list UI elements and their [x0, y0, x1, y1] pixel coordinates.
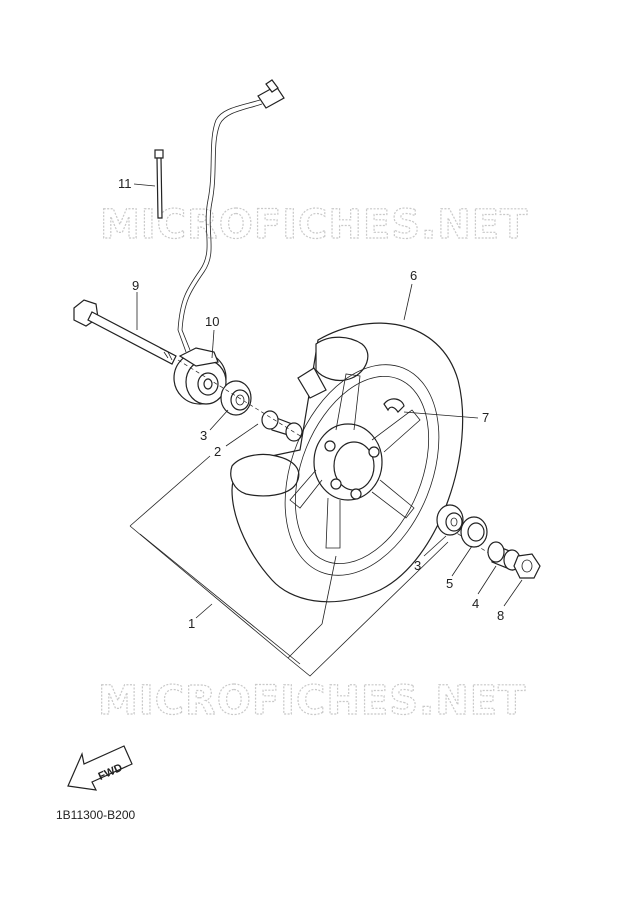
forward-arrow-icon: FWD — [67, 745, 133, 791]
oil-seal — [460, 516, 488, 548]
callout-5: 5 — [446, 576, 453, 591]
reference-code: 1B11300-B200 — [56, 808, 136, 822]
callout-1: 1 — [188, 616, 195, 631]
watermark-bottom: MICROFICHES.NET — [98, 678, 526, 724]
callout-11: 11 — [118, 176, 132, 191]
callout-6: 6 — [410, 268, 417, 283]
callout-3-right: 3 — [414, 558, 421, 573]
axle-bolt — [73, 299, 177, 365]
callout-3-left: 3 — [200, 428, 207, 443]
callout-10: 10 — [205, 314, 219, 329]
callout-2: 2 — [214, 444, 221, 459]
axle-nut — [513, 553, 541, 579]
bearing-right — [436, 504, 464, 536]
callout-9: 9 — [132, 278, 139, 293]
watermark-top: MICROFICHES.NET — [100, 202, 528, 248]
speed-sensor — [173, 347, 227, 405]
callout-4: 4 — [472, 596, 479, 611]
wheel-assembly — [230, 322, 464, 603]
callout-8: 8 — [497, 608, 504, 623]
bearing-left — [220, 380, 252, 416]
sensor-cable — [177, 79, 285, 353]
callout-7: 7 — [482, 410, 489, 425]
cable-tie — [154, 149, 164, 219]
